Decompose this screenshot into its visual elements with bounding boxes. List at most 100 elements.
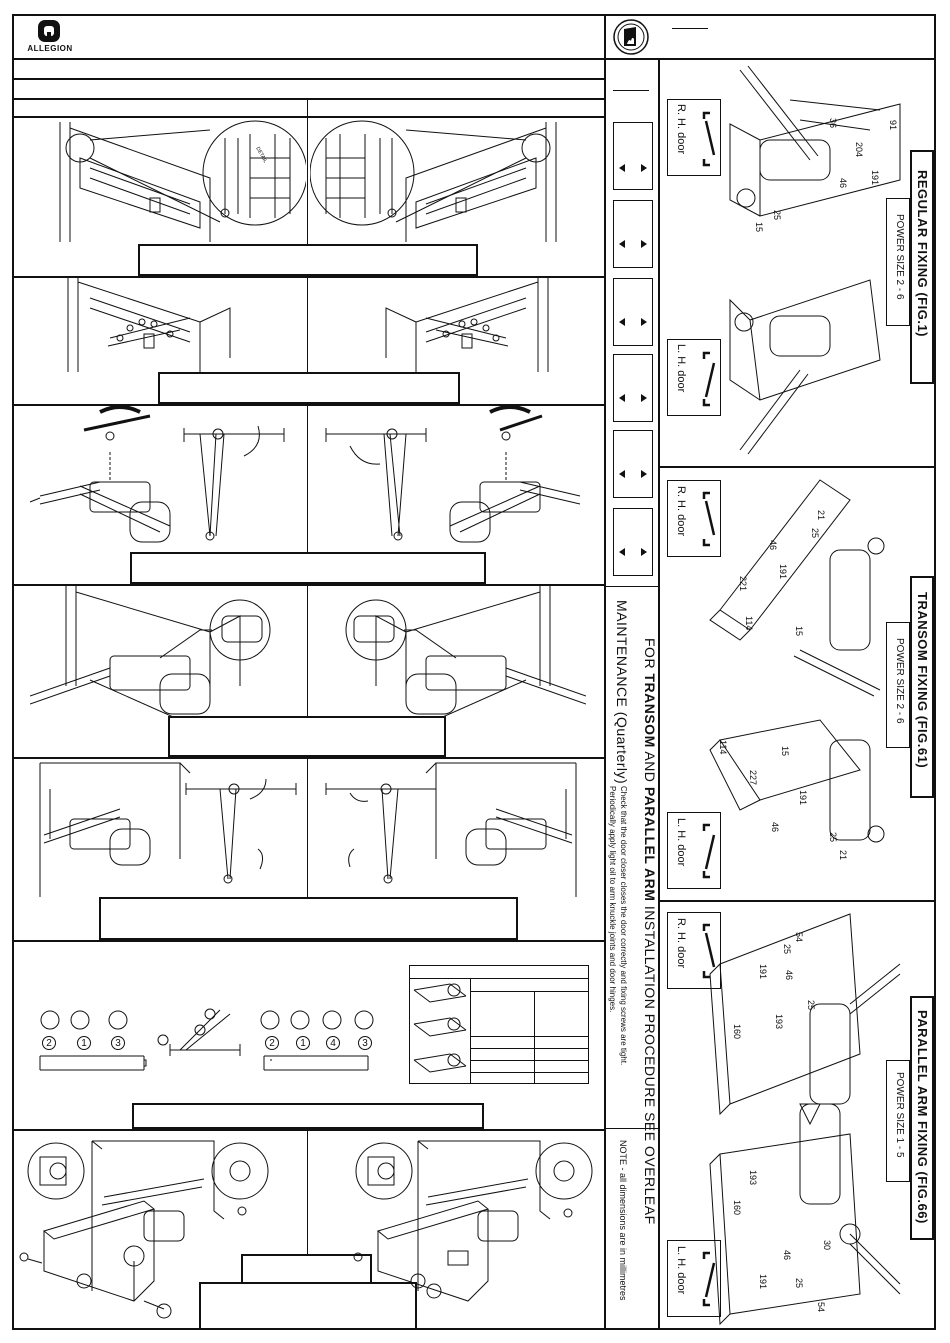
transom-rh-door-box	[667, 480, 721, 557]
dim-pa-j: 46	[782, 1250, 792, 1260]
regular-fixing-title: REGULAR FIXING (FIG.1)	[915, 170, 930, 337]
mid-col-top-rule	[613, 90, 649, 91]
transom-fixing-drawing: 21 25 46 191 221 114 15 114 15 227 191 4…	[709, 479, 885, 860]
step-rule-1	[12, 276, 604, 278]
column-divider	[604, 14, 606, 1330]
step-5-right-drawing	[325, 762, 577, 897]
mid-door-box-3	[613, 278, 653, 346]
right-col-rule-1	[660, 466, 936, 468]
title-mid-divider	[307, 98, 308, 118]
valve-label-1b: 1	[296, 1036, 310, 1050]
dim-tr-n: 21	[838, 850, 848, 860]
step-2-caption-box	[158, 372, 460, 404]
dim-tr-k: 191	[798, 790, 808, 805]
dim-pa-b: 25	[782, 944, 792, 954]
dim-reg-f: 25	[772, 210, 782, 220]
allegion-logo-icon	[38, 20, 60, 42]
valve-label-2b: 2	[265, 1036, 279, 1050]
dim-reg-d: 191	[870, 170, 880, 185]
mid-col-rule-note	[606, 1128, 658, 1129]
step-rule-2	[12, 404, 604, 406]
step-divider-5	[307, 759, 308, 897]
header-small-rule	[672, 28, 708, 29]
step-rule-4	[12, 757, 604, 759]
valve-label-2: 2	[42, 1036, 56, 1050]
step-1-right-drawing	[310, 120, 557, 242]
dim-pa-k: 25	[794, 1278, 804, 1288]
valve-label-3: 3	[111, 1036, 125, 1050]
valve-label-4: 4	[326, 1036, 340, 1050]
dim-tr-j: 227	[748, 770, 758, 785]
step-6-table	[409, 965, 589, 1084]
transom-fixing-title-box	[910, 576, 934, 798]
brand-logo: ALLEGION	[20, 18, 80, 56]
parallel-fixing-title-box	[910, 996, 934, 1240]
mid-door-box-2	[613, 200, 653, 268]
dim-pa-h: 160	[732, 1200, 742, 1215]
dim-pa-c: 191	[758, 964, 768, 979]
table-col-1	[470, 978, 471, 1084]
dimensions-note: NOTE - all dimensions are in millimetres	[618, 1140, 628, 1301]
door-swing-icons	[702, 111, 716, 1307]
dim-tr-l: 46	[770, 822, 780, 832]
regular-rh-door-box	[667, 99, 721, 176]
step-3-right-drawing	[325, 406, 581, 543]
parallel-lh-door-box	[667, 1240, 721, 1317]
dim-reg-b: 36	[828, 118, 838, 128]
dim-pa-e: 25	[806, 1000, 816, 1010]
table-rule-6	[470, 1072, 589, 1073]
page-frame	[12, 14, 936, 1330]
title-rule-2	[12, 98, 604, 100]
transom-rh-door-label: R. H. door	[675, 486, 687, 537]
step-rule-5	[12, 940, 604, 942]
parallel-lh-door-label: L. H. door	[675, 1246, 687, 1295]
parallel-rh-door-box	[667, 912, 721, 989]
step-7-caption-box-b	[199, 1282, 417, 1330]
mid-arrow-marks	[619, 164, 647, 556]
dim-tr-c: 46	[768, 540, 778, 550]
regular-rh-door-label: R. H. door	[675, 104, 687, 155]
svg-text:DETAIL: DETAIL	[254, 146, 268, 164]
dim-pa-m: 54	[816, 1302, 826, 1312]
dim-tr-f: 114	[744, 616, 754, 630]
valve-label-1: 1	[77, 1036, 91, 1050]
title-rule-1	[12, 78, 604, 80]
title-rule-3	[12, 116, 604, 118]
step-7-caption-box-a	[241, 1254, 372, 1284]
dim-tr-g: 15	[794, 626, 804, 636]
dim-tr-e: 221	[738, 576, 748, 591]
step-2-right-drawing	[385, 278, 549, 372]
step-6-valve-drawing	[39, 1008, 374, 1071]
parallel-fixing-title: PARALLEL ARM FIXING (FIG.66)	[915, 1010, 930, 1224]
step-6-caption-box	[132, 1103, 484, 1129]
dim-reg-e: 46	[838, 178, 848, 188]
step-1-left-drawing: DETAIL	[59, 120, 306, 242]
table-rule-3	[470, 1036, 589, 1037]
dim-tr-m: 25	[828, 832, 838, 842]
parallel-power-box	[886, 1060, 910, 1182]
table-rule-2	[470, 991, 589, 992]
step-1-caption-box	[138, 244, 478, 276]
header-bottom-rule	[12, 58, 936, 60]
right-column-divider	[658, 58, 660, 1330]
step-divider-7	[307, 1131, 308, 1330]
table-rule-1	[409, 978, 589, 979]
step-divider-3	[307, 406, 308, 584]
step-5-caption-box	[99, 897, 518, 940]
transom-power-box	[886, 622, 910, 748]
mid-col-rule-procedure	[606, 586, 658, 587]
step-3-left-drawing	[29, 406, 285, 543]
maintenance-line-2: Periodically apply light oil to arm knuc…	[608, 786, 617, 1013]
mid-door-box-5	[613, 430, 653, 498]
dim-tr-h: 114	[718, 740, 728, 754]
step-4-right-drawing	[345, 586, 586, 716]
table-rule-4	[470, 1048, 589, 1049]
step-2-left-drawing	[67, 278, 231, 372]
dim-tr-i: 15	[780, 746, 790, 756]
dim-pa-i: 193	[748, 1170, 758, 1185]
dim-pa-n: 30	[822, 1240, 832, 1250]
fire-door-icon	[612, 18, 650, 56]
table-col-2	[534, 991, 535, 1084]
step-7-right-drawing	[353, 1140, 593, 1302]
step-4-caption-box	[168, 716, 446, 757]
